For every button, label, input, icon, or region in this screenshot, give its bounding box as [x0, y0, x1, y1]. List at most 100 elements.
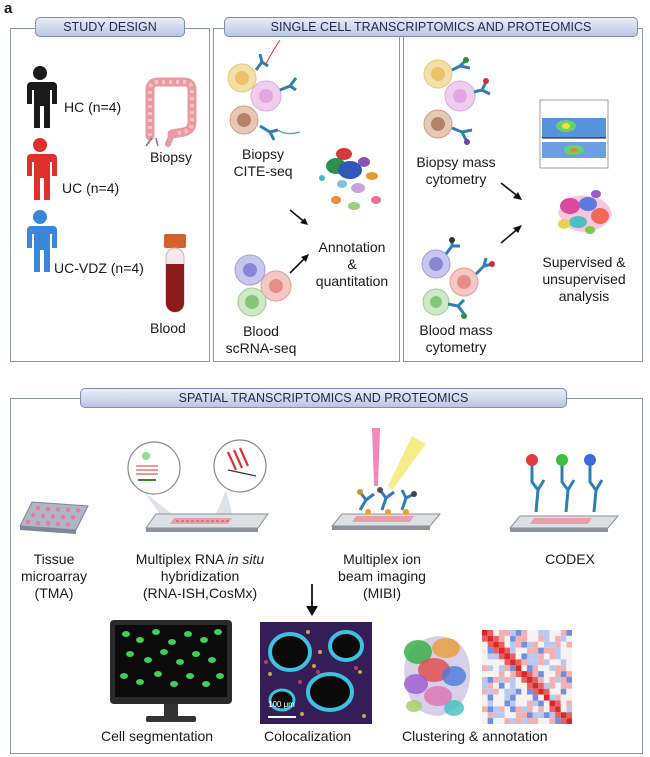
heatmap-cell [555, 682, 561, 689]
heatmap-cell [527, 694, 533, 701]
heatmap-cell [566, 653, 573, 660]
heatmap-cell [493, 653, 499, 660]
heatmap-cell [555, 688, 561, 695]
heatmap-cell [510, 671, 516, 678]
heatmap-cell [482, 700, 488, 707]
heatmap-cell [515, 712, 522, 719]
heatmap-cell [504, 682, 511, 689]
tissue-microarray-icon [19, 501, 89, 534]
tma-label: Tissue microarray (TMA) [20, 551, 88, 601]
heatmap-cell [498, 706, 505, 713]
heatmap-cell [566, 630, 573, 636]
heatmap-cell [560, 718, 567, 725]
annotation-quantitation-label: Annotation & quantitation [315, 239, 389, 289]
heatmap-cell [504, 630, 511, 636]
mibi-label: Multiplex ion beam imaging (MIBI) [338, 551, 426, 601]
heatmap-cell [555, 665, 561, 672]
heatmap-cell [566, 671, 573, 678]
heatmap-cell [504, 641, 511, 648]
heatmap-cell [510, 712, 516, 719]
heatmap-cell [487, 635, 494, 642]
heatmap-cell [543, 665, 550, 672]
clustering-umap-icon [404, 636, 471, 716]
heatmap-cell [504, 665, 511, 672]
heatmap-cell [521, 706, 528, 713]
heatmap-cell [549, 706, 556, 713]
heatmap-cell [549, 718, 556, 725]
heatmap-cell [515, 647, 522, 654]
heatmap-cell [498, 647, 505, 654]
heatmap-cell [515, 653, 522, 660]
biopsy-cite-seq-label: Biopsy CITE-seq [233, 146, 293, 179]
heatmap-cell [549, 659, 556, 666]
heatmap-cell [482, 706, 488, 713]
down-arrow-icon [306, 584, 318, 616]
heatmap-cell [566, 700, 573, 707]
heatmap-cell [543, 706, 550, 713]
heatmap-cell [543, 641, 550, 648]
heatmap-cell [527, 647, 533, 654]
heatmap-cell [538, 659, 544, 666]
heatmap-cell [515, 677, 522, 683]
heatmap-cell [543, 653, 550, 660]
heatmap-cell [515, 700, 522, 707]
heatmap-cell [487, 718, 494, 725]
heatmap-cell [555, 712, 561, 719]
heatmap-cell [504, 653, 511, 660]
heatmap-cell [510, 630, 516, 636]
blood-tube-icon [164, 234, 186, 313]
biopsy-mass-cytometry-label: Biopsy mass cytometry [416, 154, 496, 187]
heatmap-cell [515, 641, 522, 648]
heatmap-cell [515, 682, 522, 689]
heatmap-cell [549, 700, 556, 707]
heatmap-cell [566, 647, 573, 654]
single-cell-header: SINGLE CELL TRANSCRIPTOMICS AND PROTEOMI… [224, 17, 638, 37]
group-label-uc-vdz: UC-VDZ (n=4) [54, 260, 144, 276]
heatmap-cell [498, 688, 505, 695]
heatmap-cell [560, 635, 567, 642]
colon-icon [145, 77, 197, 147]
heatmap-cell [543, 630, 550, 636]
heatmap-cell [515, 706, 522, 713]
heatmap-cell [560, 671, 567, 678]
heatmap-cell [549, 688, 556, 695]
heatmap-cell [549, 671, 556, 678]
heatmap-cell [515, 694, 522, 701]
heatmap-cell [493, 712, 499, 719]
heatmap-cell [555, 718, 561, 725]
heatmap-cell [555, 694, 561, 701]
heatmap-cell [555, 630, 561, 636]
heatmap-cell [504, 700, 511, 707]
heatmap-cell [510, 653, 516, 660]
heatmap-cell [482, 635, 488, 642]
heatmap-cell [521, 630, 528, 636]
heatmap-cell [555, 647, 561, 654]
heatmap-cell [538, 706, 544, 713]
monitor-icon [110, 620, 232, 722]
heatmap-cell [566, 641, 573, 648]
heatmap-cell [515, 671, 522, 678]
heatmap-cell [538, 635, 544, 642]
heatmap-cell [498, 712, 505, 719]
heatmap-cell [555, 671, 561, 678]
heatmap-cell [566, 665, 573, 672]
heatmap-cell [532, 671, 539, 678]
heatmap-cell [555, 700, 561, 707]
heatmap-cell [498, 677, 505, 683]
heatmap-cell [527, 700, 533, 707]
heatmap-cell [543, 694, 550, 701]
heatmap-cell [504, 712, 511, 719]
heatmap-cell [549, 647, 556, 654]
biopsy-mass-cells-icon [423, 57, 491, 145]
heatmap-cell [560, 653, 567, 660]
heatmap-cell [510, 647, 516, 654]
heatmap-cell [487, 647, 494, 654]
heatmap-cell [532, 712, 539, 719]
heatmap-cell [498, 671, 505, 678]
heatmap-cell [482, 653, 488, 660]
heatmap-cell [510, 641, 516, 648]
person-icon-uc [27, 138, 57, 200]
heatmap-cell [560, 688, 567, 695]
heatmap-cell [549, 653, 556, 660]
heatmap-cell [543, 635, 550, 642]
